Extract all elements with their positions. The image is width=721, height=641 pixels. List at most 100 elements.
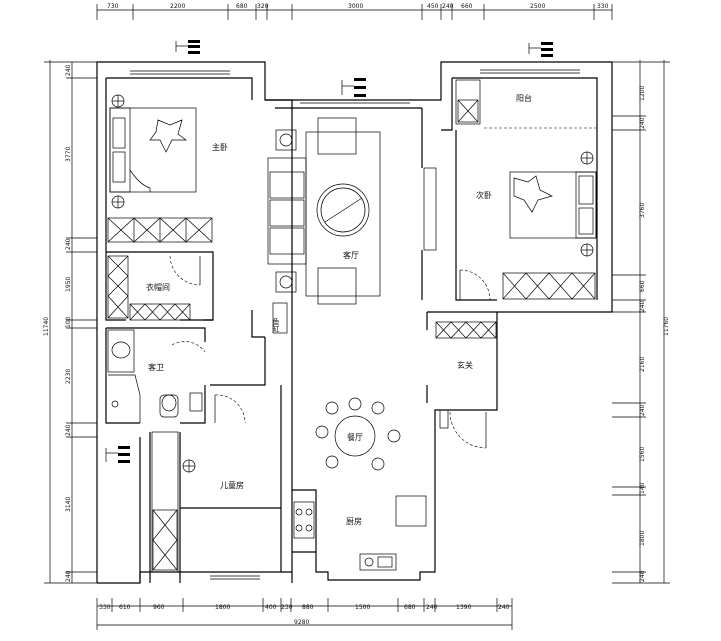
dim-right-3: 660: [639, 280, 646, 292]
dim-bottom-5: 230: [281, 604, 293, 611]
second-bedroom-furniture: [459, 151, 597, 301]
dim-left-4: 100: [65, 316, 72, 328]
floor-drain-icon: [111, 400, 119, 408]
room-label-living-room: 客厅: [343, 250, 359, 260]
dim-bottom-3: 1800: [215, 604, 230, 611]
dining-chair: [325, 401, 339, 415]
guest-bathroom-fixtures: [107, 329, 206, 423]
dim-bottom-0: 330: [99, 604, 111, 611]
dim-left-total: 11740: [43, 317, 50, 336]
kitchen-fixtures: [293, 495, 427, 571]
sofa: [267, 157, 307, 265]
dim-right-5: 2160: [639, 357, 646, 372]
dim-bottom-6: 880: [302, 604, 314, 611]
coffee-table: [316, 183, 370, 237]
dim-right-10: 240: [639, 570, 646, 582]
pillow-decoration: [149, 119, 188, 153]
dim-top-4: 3000: [348, 3, 363, 10]
dining-chair: [371, 457, 385, 471]
dim-top-1: 2200: [170, 3, 185, 10]
bottom-dimension-chain: 330 610 960 1800 400 230 880 1500 680 24…: [96, 598, 513, 630]
dim-top-5: 450: [427, 3, 439, 10]
armchair: [317, 267, 357, 305]
walls: [96, 61, 613, 584]
dim-right-6: 240: [639, 404, 646, 416]
armchair: [317, 117, 357, 155]
living-room-furniture: [267, 102, 410, 305]
dim-left-7: 3140: [65, 497, 72, 512]
dim-bottom-4: 400: [265, 604, 277, 611]
left-dimension-chain: 240 3770 240 1950 100 2230 240 3140 240 …: [43, 60, 97, 584]
dim-left-5: 2230: [65, 369, 72, 384]
bedroom2-door-swing: [459, 269, 491, 301]
dim-left-2: 240: [65, 238, 72, 250]
right-dimension-chain: 1200 240 3760 660 240 2160 240 1560 140 …: [612, 60, 670, 584]
marker-tag-4: [105, 446, 130, 463]
dim-right-0: 1200: [639, 86, 646, 101]
dim-right-9: 1800: [639, 531, 646, 546]
room-label-guest-bathroom: 客卫: [148, 362, 164, 372]
dim-top-6: 240: [442, 3, 454, 10]
dining-chair: [315, 425, 329, 439]
shoe-cabinet: [435, 321, 497, 339]
dim-bottom-11: 240: [498, 604, 510, 611]
room-label-balcony: 阳台: [516, 93, 532, 103]
dining-chair: [325, 455, 339, 469]
dim-left-6: 240: [65, 424, 72, 436]
dim-top-0: 730: [107, 3, 119, 10]
double-bed: [109, 107, 197, 193]
dim-top-9: 330: [597, 3, 609, 10]
dim-right-2: 3760: [639, 203, 646, 218]
marker-tag-2: [528, 42, 553, 57]
walk-in-closet-furniture: [107, 255, 201, 321]
kids-room-furniture: [151, 394, 260, 580]
rug: [305, 131, 381, 297]
dim-bottom-7: 1500: [355, 604, 370, 611]
room-label-entrance: 玄关: [457, 360, 473, 370]
dim-bottom-8: 680: [404, 604, 416, 611]
sink-icon: [111, 341, 131, 359]
marker-tag-1: [175, 40, 200, 54]
top-dimension-chain: 730 2200 680 320 3000 450 240 660 2500 3…: [96, 3, 613, 20]
dim-top-2: 680: [236, 3, 248, 10]
room-label-dining-room: 餐厅: [347, 433, 363, 442]
fish-tank-label: 鱼缸: [272, 317, 280, 332]
dim-left-0: 240: [65, 64, 72, 76]
section-markers: [105, 40, 553, 463]
dim-right-7: 1560: [639, 447, 646, 462]
room-label-kids-room: 儿童房: [220, 480, 244, 490]
dim-right-1: 240: [639, 117, 646, 129]
kitchen-sink-icon: [359, 553, 397, 571]
dim-top-7: 660: [461, 3, 473, 10]
dim-right-total: 11760: [663, 317, 670, 336]
dining-chair: [371, 401, 385, 415]
entry-door-swing: [449, 411, 487, 449]
side-lamp-icon: [279, 133, 293, 147]
fridge: [395, 495, 427, 527]
dim-left-8: 240: [65, 570, 72, 582]
dim-bottom-1: 610: [119, 604, 131, 611]
vanity: [107, 329, 135, 373]
bed: [509, 171, 597, 239]
balcony: [455, 69, 596, 129]
room-label-kitchen: 厨房: [346, 516, 362, 526]
entrance-fixtures: [435, 321, 497, 449]
closet-door-swing: [169, 255, 201, 286]
cooktop: [293, 501, 315, 539]
dining-chair: [387, 429, 401, 443]
kids-door-swing: [214, 394, 246, 424]
room-label-second-bedroom: 次卧: [476, 190, 492, 200]
dim-left-3: 1950: [65, 277, 72, 292]
dining-table: [334, 415, 376, 457]
wardrobe: [502, 272, 596, 300]
kids-wardrobe: [151, 431, 179, 573]
room-label-walk-in-closet: 衣帽间: [146, 282, 170, 292]
dim-right-4: 240: [639, 300, 646, 312]
marker-tag-3: [341, 78, 366, 97]
dim-right-8: 140: [639, 482, 646, 494]
bathroom-door-swing: [171, 341, 206, 353]
dining-furniture: [315, 397, 401, 471]
dim-bottom-total: 9280: [294, 619, 309, 626]
dim-bottom-2: 960: [153, 604, 165, 611]
